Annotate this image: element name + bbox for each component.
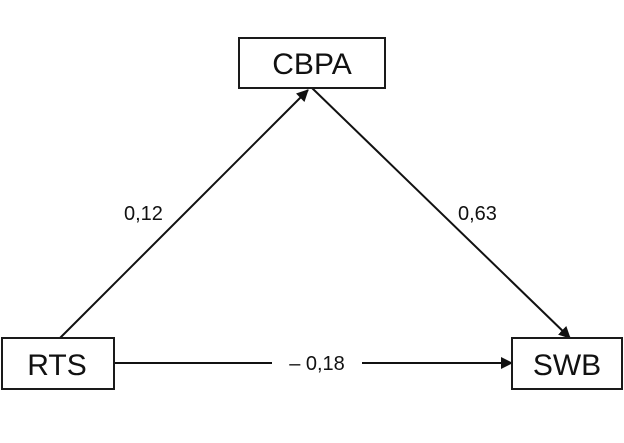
node-cbpa-box	[238, 37, 386, 89]
edge-label-rts-to-swb-background	[272, 350, 362, 376]
node-swb-label: SWB	[533, 349, 601, 382]
node-cbpa-label: CBPA	[272, 48, 351, 81]
arrow-rts-to-cbpa	[57, 89, 309, 341]
edge-rts-to-cbpa	[57, 89, 309, 341]
node-swb: SWB	[511, 337, 623, 390]
node-rts-box	[1, 337, 115, 390]
node-cbpa: CBPA	[238, 37, 386, 89]
node-rts-label: RTS	[27, 349, 86, 382]
edge-cbpa-to-swb	[311, 87, 571, 339]
node-rts: RTS	[1, 337, 115, 390]
edge-label-rts-to-swb: – 0,18	[289, 353, 345, 375]
node-swb-box	[511, 337, 623, 390]
edge-label-rts-to-cbpa: 0,12	[124, 203, 163, 225]
edge-label-cbpa-to-swb: 0,63	[458, 203, 497, 225]
arrow-cbpa-to-swb	[311, 87, 571, 339]
